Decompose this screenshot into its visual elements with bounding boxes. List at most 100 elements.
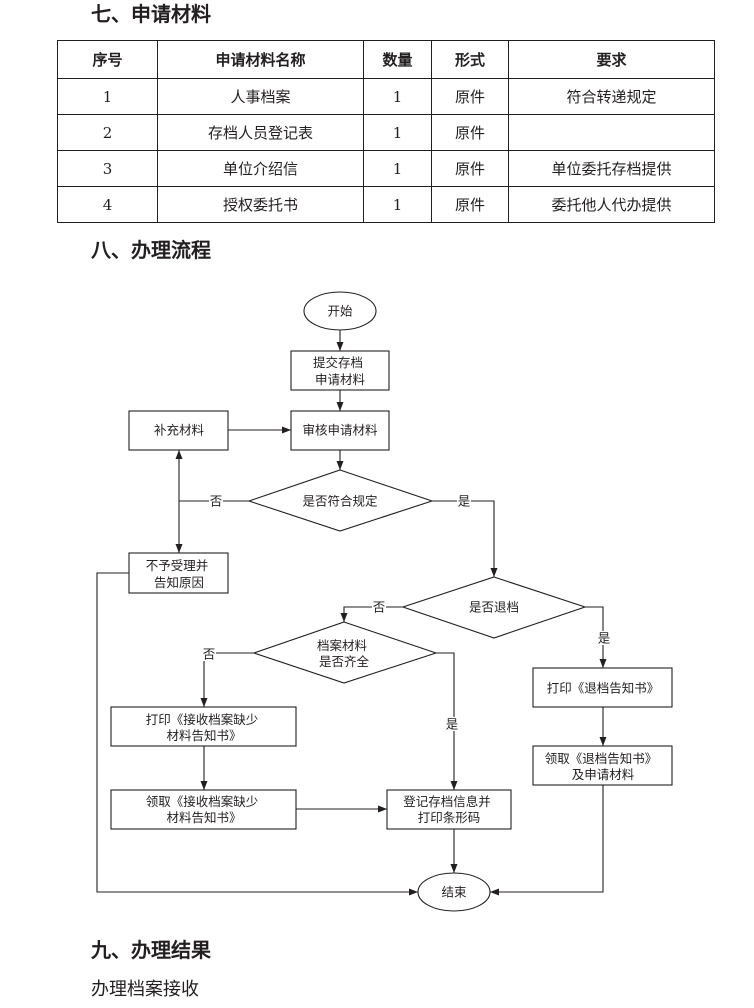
node-reject-shape [128,552,229,594]
cell-requirement: 单位委托存档提供 [508,150,715,187]
cell-quantity: 1 [363,186,432,223]
cell-requirement: 符合转递规定 [508,78,715,115]
section-heading-result: 九、办理结果 [91,938,211,962]
node-complete-check-line-2: 是否齐全 [319,654,370,669]
node-submit-line-2: 申请材料 [315,372,366,387]
node-supplement-label: 补充材料 [154,423,205,438]
header-form: 形式 [431,40,509,79]
node-print-return-notice: 打印《退档告知书》 [532,667,673,708]
edge-collect-return-notice-to-end [490,785,604,896]
node-supplement: 补充材料 [128,410,229,451]
node-collect-missing-notice-label: 领取《接收档案缺少 材料告知书》 [146,794,263,825]
node-compliance-check-shape [247,469,434,532]
table-row: 4 授权委托书 1 原件 委托他人代办提供 [57,186,715,223]
cell-requirement: 委托他人代办提供 [508,186,715,223]
materials-table: 序号 申请材料名称 数量 形式 要求 1 人事档案 1 原件 符合转递规定 2 … [57,40,715,223]
cell-quantity: 1 [363,114,432,151]
node-reject: 不予受理并 告知原因 [128,552,229,594]
branch-labels: 否 是 否 是 否 是 [201,494,611,732]
table-row: 2 存档人员登记表 1 原件 [57,114,715,151]
node-collect-missing-notice-line-1: 领取《接收档案缺少 [146,794,259,809]
cell-form: 原件 [431,186,509,223]
node-submit-line-1: 提交存档 [313,355,363,370]
node-return-check: 是否退档 [401,576,587,639]
node-reject-label: 不予受理并 告知原因 [146,558,213,590]
branch-label-return-yes: 是 [598,631,611,646]
cell-material-name: 授权委托书 [157,186,364,223]
node-print-missing-notice-label: 打印《接收档案缺少 材料告知书》 [146,712,263,743]
cell-index: 3 [57,150,158,187]
branch-label-complete-yes: 是 [446,717,459,732]
node-return-check-shape [401,576,587,639]
branch-label-compliance-yes: 是 [458,494,471,509]
node-submit-shape [290,350,390,391]
node-submit-label: 提交存档 申请材料 [313,355,367,387]
header-material-name: 申请材料名称 [157,40,364,79]
branch-label-compliance-no: 否 [210,494,223,509]
node-start: 开始 [303,291,377,331]
cell-index: 2 [57,114,158,151]
node-collect-return-notice: 领取《退档告知书》 及申请材料 [532,745,673,786]
header-requirement: 要求 [508,40,715,79]
node-register-shape [386,789,512,830]
table-header-row: 序号 申请材料名称 数量 形式 要求 [57,40,715,79]
node-register: 登记存档信息并 打印条形码 [386,789,512,830]
node-register-label: 登记存档信息并 打印条形码 [403,794,495,825]
cell-form: 原件 [431,78,509,115]
cell-requirement [508,114,715,151]
node-complete-check: 档案材料 是否齐全 [252,621,438,684]
cell-index: 4 [57,186,158,223]
node-collect-return-notice-line-2: 及申请材料 [572,767,635,782]
node-start-shape [303,291,377,331]
node-collect-missing-notice-shape [110,789,297,830]
node-review: 审核申请材料 [290,410,390,451]
section-heading-process: 八、办理流程 [91,238,211,262]
flowchart-edges [96,330,607,896]
node-compliance-check-label: 是否符合规定 [302,494,377,509]
node-collect-return-notice-line-1: 领取《退档告知书》 [545,751,658,766]
header-index: 序号 [57,40,158,79]
node-reject-line-1: 不予受理并 [146,558,209,573]
node-reject-line-2: 告知原因 [154,575,204,590]
branch-label-bg [597,631,611,645]
node-review-label: 审核申请材料 [302,423,378,438]
node-submit: 提交存档 申请材料 [290,350,390,391]
node-start-label: 开始 [327,304,353,319]
node-print-missing-notice-line-1: 打印《接收档案缺少 [146,712,259,727]
node-print-missing-notice-line-2: 材料告知书》 [166,728,241,743]
section-heading-materials: 七、申请材料 [91,2,211,26]
node-print-missing-notice: 打印《接收档案缺少 材料告知书》 [110,706,297,747]
node-end-shape [417,872,491,912]
edge-return-yes-to-print-return-notice [585,606,607,668]
cell-quantity: 1 [363,78,432,115]
node-review-shape [290,410,390,451]
branch-label-bg [201,647,216,661]
node-print-return-notice-label: 打印《退档告知书》 [547,681,660,696]
header-quantity: 数量 [363,40,432,79]
node-complete-check-label: 档案材料 是否齐全 [317,638,371,669]
branch-label-bg [372,600,386,614]
node-complete-check-shape [252,621,438,684]
node-end-label: 结束 [441,885,467,900]
cell-index: 1 [57,78,158,115]
process-flowchart: 开始 提交存档 申请材料 审核申请材料 补充材料 是否符合规定 不予受理并 告知… [96,291,673,912]
branch-label-return-no: 否 [373,600,386,615]
cell-form: 原件 [431,114,509,151]
edge-compliance-yes-to-return-check [432,500,498,577]
node-register-line-2: 打印条形码 [418,810,481,825]
node-collect-return-notice-label: 领取《退档告知书》 及申请材料 [545,751,662,782]
table-row: 3 单位介绍信 1 原件 单位委托存档提供 [57,150,715,187]
node-return-check-label: 是否退档 [469,600,519,615]
node-print-missing-notice-shape [110,706,297,747]
node-collect-missing-notice-line-2: 材料告知书》 [166,810,241,825]
cell-material-name: 存档人员登记表 [157,114,364,151]
edge-reject-to-end [96,572,418,896]
node-print-return-notice-shape [532,667,673,708]
branch-label-complete-no: 否 [203,647,216,662]
cell-material-name: 人事档案 [157,78,364,115]
cell-material-name: 单位介绍信 [157,150,364,187]
node-compliance-check: 是否符合规定 [247,469,434,532]
result-text: 办理档案接收 [91,979,199,1000]
node-supplement-shape [128,410,229,451]
cell-form: 原件 [431,150,509,187]
